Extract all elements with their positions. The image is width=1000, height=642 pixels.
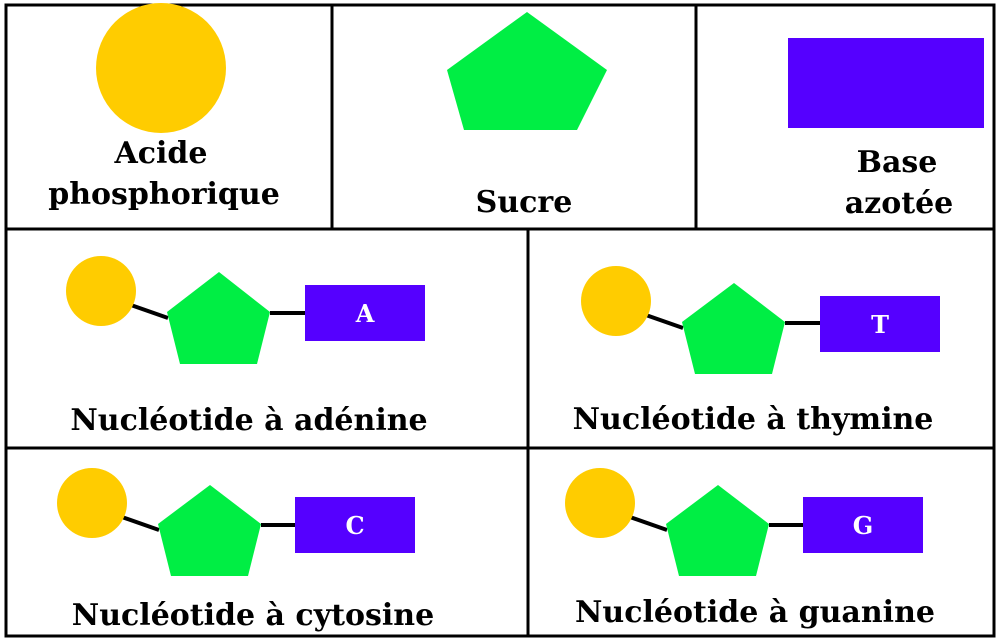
sugar-pentagon [682,283,785,374]
nucleotide-guanine: G Nucléotide à guanine [565,468,935,630]
phosphate-circle [581,266,651,336]
legend-base-cell: Base azotée [788,38,984,221]
phosphate-circle [565,468,635,538]
base-label-line2: azotée [845,186,954,221]
sugar-pentagon [447,12,607,130]
legend-phosphate-cell: Acide phosphorique [48,3,280,212]
bond-phosphate-sugar [642,312,684,330]
base-rectangle [295,497,415,553]
sugar-label: Sucre [476,185,573,220]
nucleotide-label: Nucléotide à thymine [573,402,934,437]
base-rectangle [305,285,425,341]
phosphate-label-line1: Acide [113,136,207,171]
legend-sugar-cell: Sucre [447,12,607,220]
bond-phosphate-sugar [118,514,160,532]
outer-border [4,3,996,638]
nucleotide-label: Nucléotide à adénine [70,403,427,438]
base-rectangle [820,296,940,352]
nucleotide-thymine: T Nucléotide à thymine [573,266,940,437]
nucleotide-label: Nucléotide à cytosine [72,598,434,633]
base-letter: C [345,511,364,540]
sugar-pentagon [167,272,270,364]
base-letter: A [355,299,375,328]
base-letter: G [853,511,874,540]
base-label-line1: Base [857,145,938,180]
nucleotide-label: Nucléotide à guanine [575,595,935,630]
bond-phosphate-sugar [127,302,169,320]
phosphate-circle [66,256,136,326]
sugar-pentagon [666,485,769,576]
nucleotide-cytosine: C Nucléotide à cytosine [57,468,434,633]
bond-phosphate-sugar [626,514,668,532]
nucleotide-adenine: A Nucléotide à adénine [66,256,428,438]
base-rectangle [803,497,923,553]
sugar-pentagon [158,485,261,576]
base-letter: T [871,310,889,339]
phosphate-circle [96,3,226,133]
phosphate-circle [57,468,127,538]
grid-borders [4,3,996,638]
base-rectangle [788,38,984,128]
phosphate-label-line2: phosphorique [48,177,280,212]
